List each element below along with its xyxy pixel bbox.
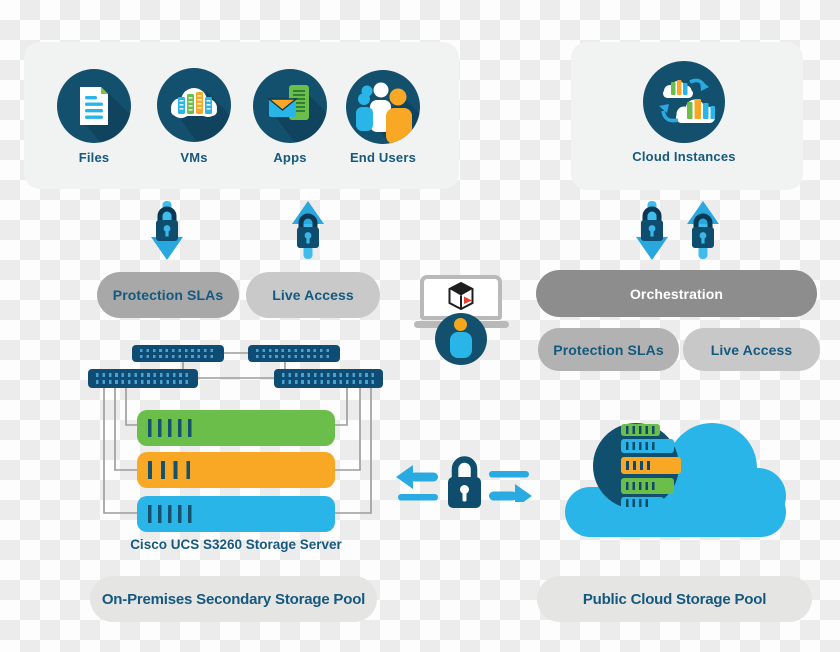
transfer-lock-icon [448, 456, 481, 508]
files-label: Files [78, 150, 110, 165]
vms-label: VMs [180, 150, 208, 165]
secure-up-arrow-icon [292, 201, 324, 259]
transfer-right-arrow-icon [489, 471, 532, 502]
cloud-server-stripes [621, 424, 681, 510]
public-cloud-icon [565, 423, 786, 537]
server-node-green [137, 410, 335, 446]
admin-user-body [450, 332, 472, 358]
secure-down-arrow-icon [636, 201, 668, 260]
secure-up-arrow-icon [687, 201, 719, 259]
switch-node [132, 345, 224, 362]
orchestration-pill: Orchestration [536, 270, 817, 317]
mail-app-icon [253, 69, 327, 143]
cloud-instances-label: Cloud Instances [632, 149, 736, 164]
end-users-label: End Users [349, 150, 417, 165]
container-cube-icon [448, 282, 474, 310]
admin-user-head [454, 318, 467, 331]
switch-node [248, 345, 340, 362]
cloud-sync-icon [643, 61, 725, 143]
live-access-pill-left: Live Access [246, 272, 380, 318]
transfer-left-arrow-icon [396, 465, 438, 501]
storage-server-label: Cisco UCS S3260 Storage Server [130, 537, 342, 552]
users-icon [346, 70, 420, 144]
public-cloud-pool-pill: Public Cloud Storage Pool [537, 576, 812, 622]
document-icon [57, 69, 131, 143]
protection-slas-pill-left: Protection SLAs [97, 272, 239, 318]
protection-slas-pill-right: Protection SLAs [538, 328, 679, 371]
switch-node [274, 369, 383, 388]
cloud-servers-icon [157, 68, 231, 142]
server-node-blue [137, 496, 335, 532]
on-premises-pool-pill: On-Premises Secondary Storage Pool [90, 576, 377, 622]
switch-node [88, 369, 198, 388]
apps-label: Apps [273, 150, 307, 165]
secure-down-arrow-icon [151, 201, 183, 260]
live-access-pill-right: Live Access [683, 328, 820, 371]
server-node-orange [137, 452, 335, 488]
